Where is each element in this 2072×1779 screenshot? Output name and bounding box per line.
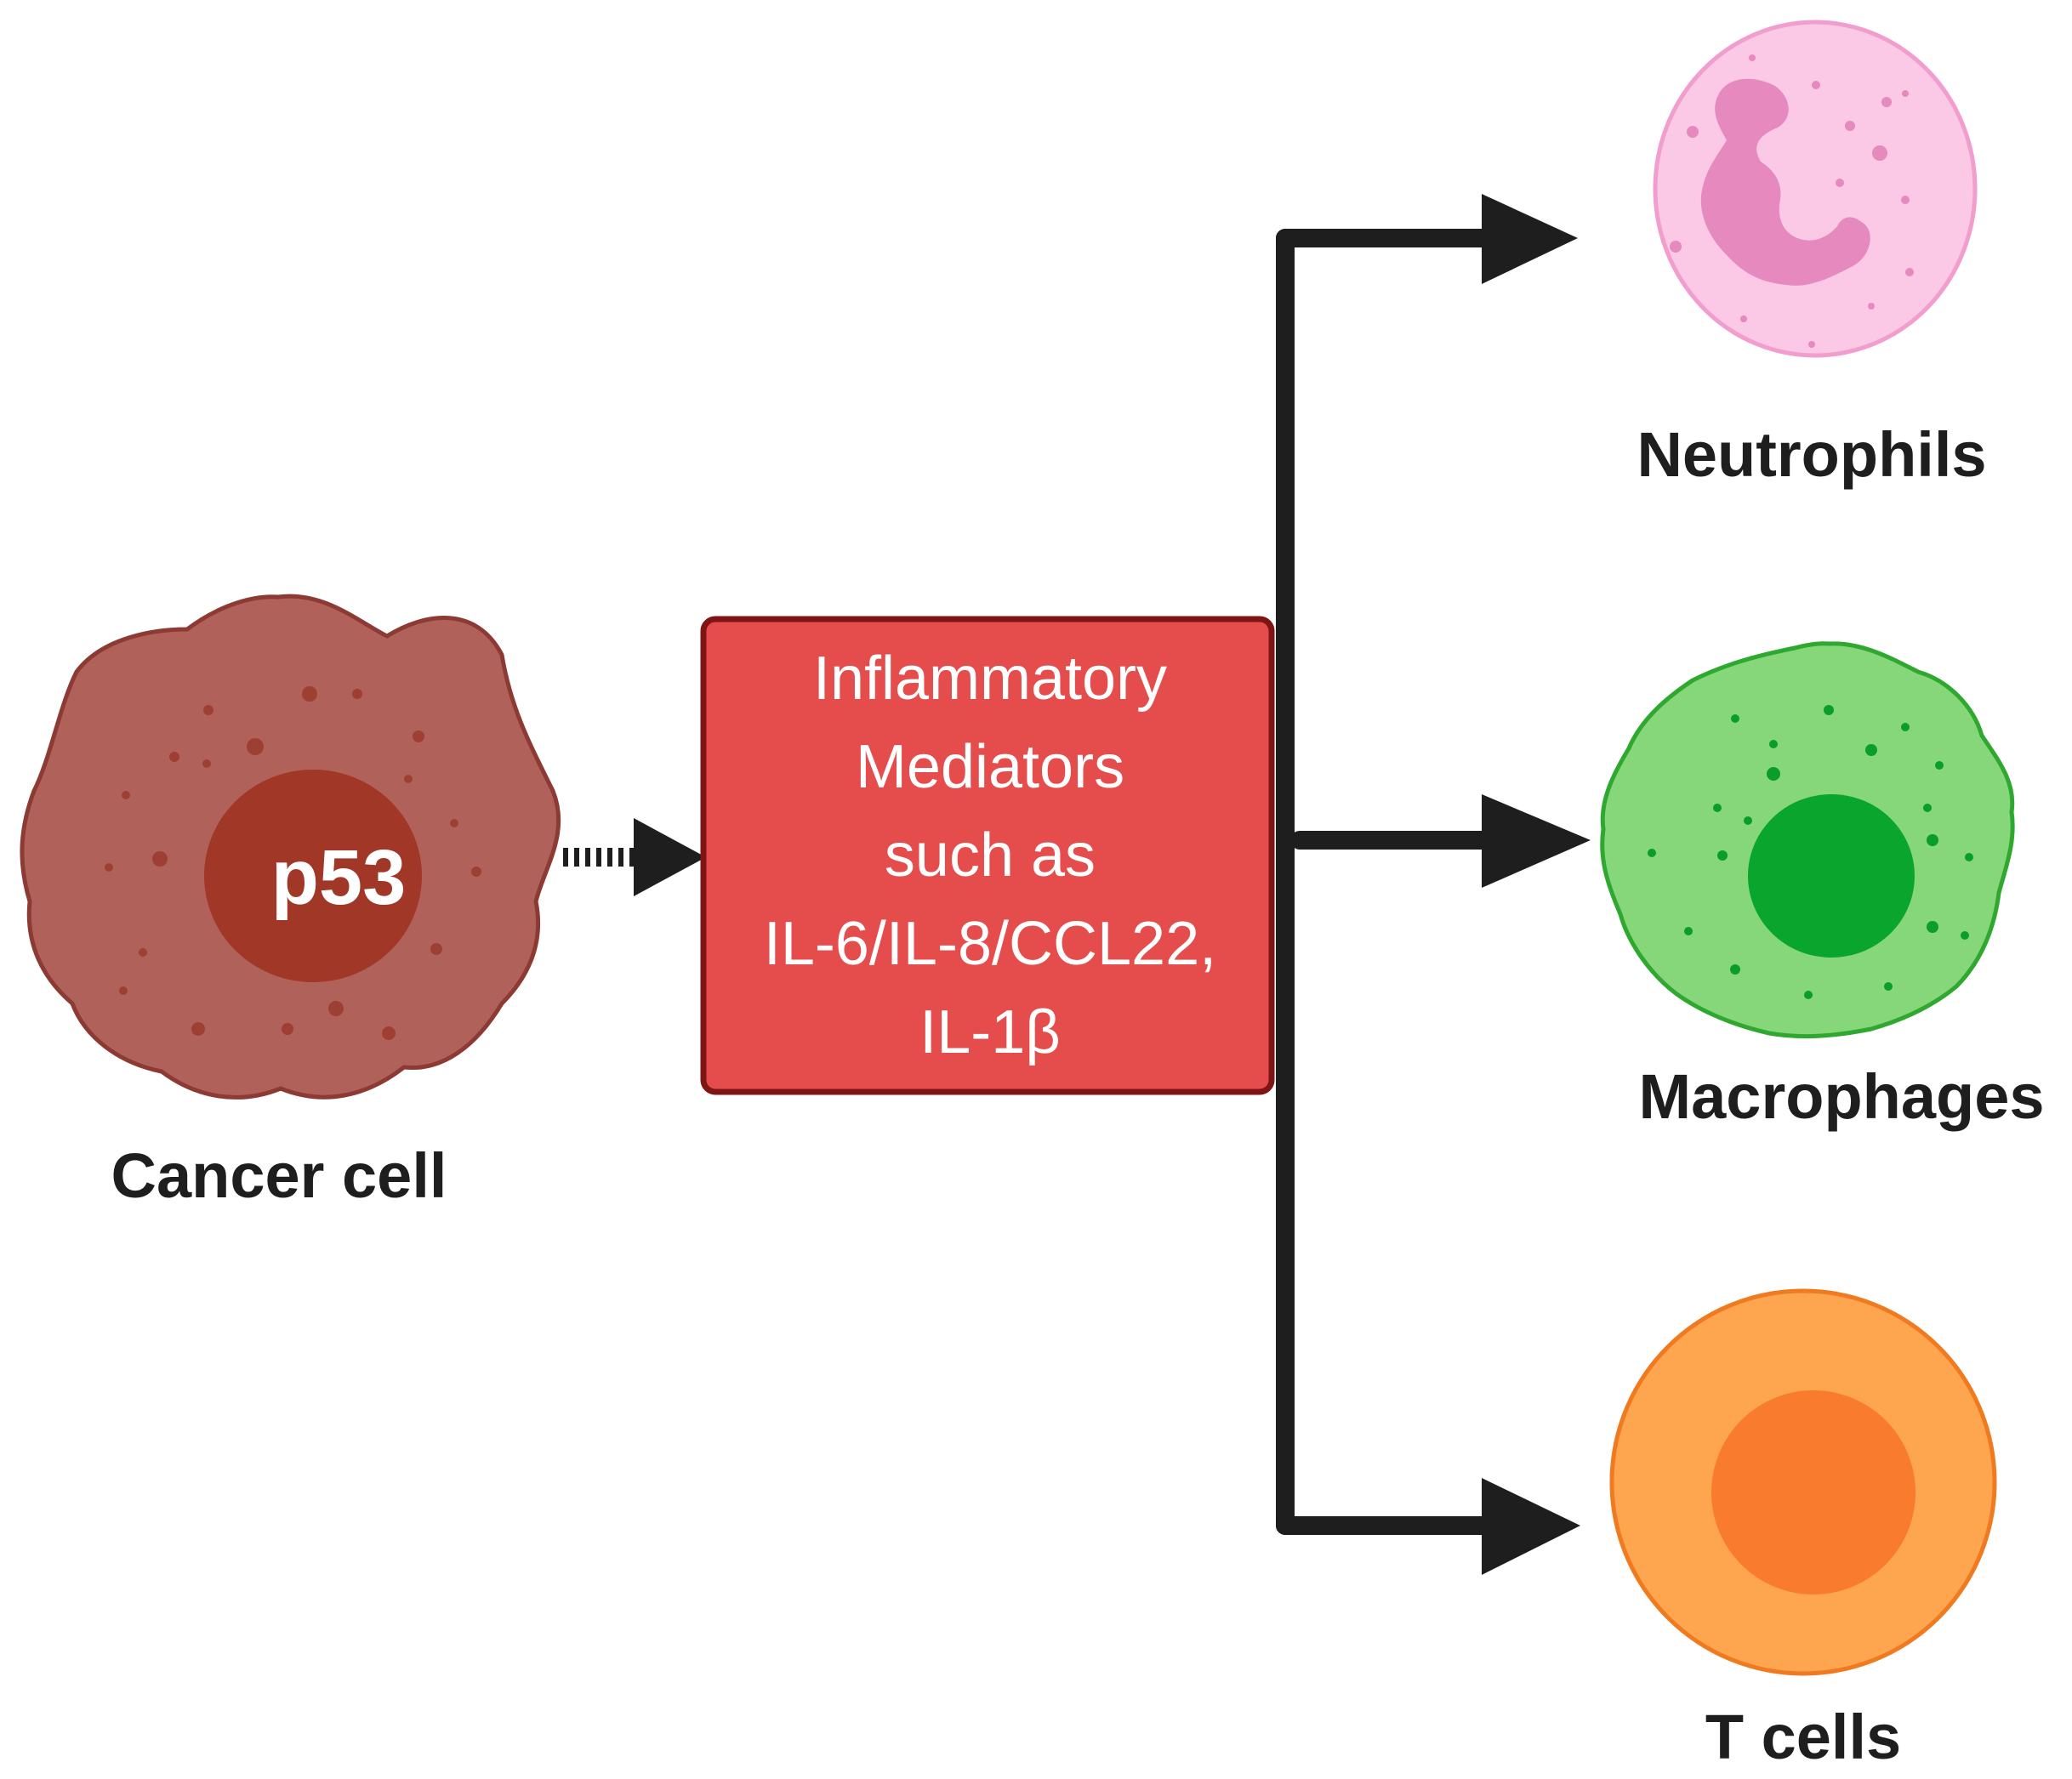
- mediator-line-2: Mediators: [856, 733, 1124, 801]
- cancer-cell: p53 Cancer cell: [20, 594, 561, 1211]
- arrowhead-t-cells: [1482, 1478, 1580, 1575]
- cancer-cell-nucleus: [204, 770, 422, 982]
- mediator-box-rect: [700, 616, 1275, 1095]
- macrophages-label: Macrophages: [1638, 1061, 2044, 1132]
- dotted-arrow-head: [634, 818, 706, 896]
- mediator-line-4: IL-6/IL-8/CCL22,: [764, 910, 1216, 978]
- branch-arrowheads: [1482, 194, 1591, 1575]
- mediator-line-3: such as: [885, 821, 1096, 890]
- t-cells-label: T cells: [1705, 1702, 1901, 1772]
- t-cell: T cells: [1609, 1288, 1997, 1772]
- cancer-cell-label: Cancer cell: [111, 1140, 447, 1211]
- neutrophils-label: Neutrophils: [1637, 419, 1986, 490]
- neutrophil-nucleus: [1700, 78, 1870, 286]
- mediator-line-1: Inflammatory: [813, 645, 1167, 713]
- neutrophil-granules: [1670, 54, 1914, 348]
- t-cell-nucleus: [1711, 1390, 1915, 1594]
- dotted-arrow: [563, 818, 706, 896]
- macrophage-nucleus: [1748, 794, 1915, 958]
- arrowhead-neutrophils: [1482, 194, 1578, 284]
- cancer-cell-granules: [105, 686, 481, 1040]
- arrowhead-macrophages: [1482, 794, 1591, 888]
- branch-connector: [1276, 229, 1498, 1535]
- macrophage-granules: [1648, 705, 1973, 999]
- mediator-line-5: IL-1β: [919, 998, 1060, 1066]
- mediator-box: Inflammatory Mediators such as IL-6/IL-8…: [700, 616, 1275, 1095]
- macrophage: Macrophages: [1600, 641, 2045, 1132]
- neutrophil: Neutrophils: [1637, 20, 1987, 490]
- p53-label: p53: [271, 834, 407, 921]
